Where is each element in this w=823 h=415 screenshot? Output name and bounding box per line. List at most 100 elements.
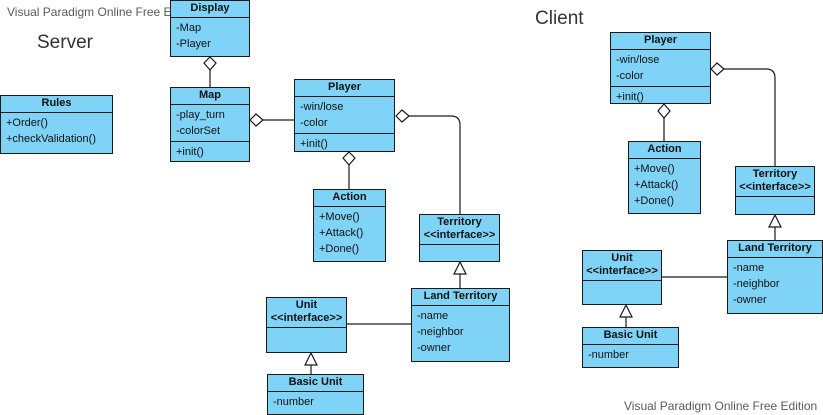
class-player[interactable]: Player -win/lose -color +init() bbox=[294, 79, 395, 152]
attribute: -owner bbox=[733, 294, 767, 306]
operation: +Attack() bbox=[634, 179, 679, 191]
client-label: Client bbox=[535, 8, 584, 29]
attribute: -number bbox=[588, 349, 629, 361]
attribute: -neighbor bbox=[417, 326, 464, 338]
class-operations: +Move() +Attack() +Done() bbox=[314, 207, 385, 259]
class-body bbox=[736, 197, 814, 201]
land-territory-triangle bbox=[453, 260, 467, 275]
operation: +init() bbox=[616, 91, 644, 103]
server-label: Server bbox=[37, 32, 93, 53]
class-name: Map bbox=[171, 88, 249, 105]
client-class-territory[interactable]: Territory <<interface>> bbox=[735, 166, 815, 215]
client-class-unit[interactable]: Unit <<interface>> bbox=[582, 250, 662, 305]
class-attributes: -name -neighbor -owner bbox=[728, 258, 822, 310]
operation: +init() bbox=[300, 138, 328, 150]
class-name: Unit <<interface>> bbox=[583, 251, 661, 281]
class-operations: +Order() +checkValidation() bbox=[1, 113, 112, 149]
client-class-action[interactable]: Action +Move() +Attack() +Done() bbox=[628, 141, 701, 214]
attribute: -Map bbox=[176, 22, 202, 34]
attribute: -name bbox=[417, 310, 449, 322]
map-player-diamond bbox=[249, 113, 264, 127]
class-name: Action bbox=[314, 190, 385, 207]
attribute: -color bbox=[616, 70, 644, 82]
class-name: Action bbox=[629, 142, 700, 159]
client-land-territory-triangle bbox=[768, 213, 782, 228]
stereotype: <<interface>> bbox=[270, 312, 343, 324]
class-body bbox=[420, 245, 499, 249]
stereotype: <<interface>> bbox=[586, 265, 658, 277]
class-action[interactable]: Action +Move() +Attack() +Done() bbox=[313, 189, 386, 262]
attribute: -name bbox=[733, 262, 765, 274]
attribute: -play_turn bbox=[176, 109, 225, 121]
class-territory[interactable]: Territory <<interface>> bbox=[419, 214, 500, 262]
class-name: Player bbox=[611, 33, 710, 50]
class-name: Basic Unit bbox=[268, 375, 363, 392]
player-territory-diamond bbox=[395, 109, 410, 123]
class-name: Rules bbox=[1, 96, 112, 113]
attribute: -color bbox=[300, 117, 328, 129]
operation: +checkValidation() bbox=[6, 133, 96, 145]
class-operations: +Move() +Attack() +Done() bbox=[629, 159, 700, 211]
class-attributes: -number bbox=[268, 392, 363, 412]
class-body bbox=[267, 328, 346, 332]
class-attributes: -play_turn -colorSet bbox=[171, 105, 249, 142]
class-unit[interactable]: Unit <<interface>> bbox=[266, 297, 347, 353]
attribute: -number bbox=[273, 396, 314, 408]
class-name: Player bbox=[295, 80, 394, 97]
class-attributes: -name -neighbor -owner bbox=[412, 306, 509, 358]
attribute: -colorSet bbox=[176, 125, 221, 137]
class-map[interactable]: Map -play_turn -colorSet +init() bbox=[170, 87, 250, 162]
operation: +Done() bbox=[634, 195, 675, 207]
watermark-bottom: Visual Paradigm Online Free Edition bbox=[624, 399, 818, 413]
class-title: Territory bbox=[437, 216, 482, 228]
client-class-basic-unit[interactable]: Basic Unit -number bbox=[582, 327, 679, 368]
class-name: Basic Unit bbox=[583, 328, 678, 345]
class-name: Land Territory bbox=[412, 289, 509, 306]
client-player-territory-aggregation bbox=[724, 68, 776, 166]
stereotype: <<interface>> bbox=[423, 229, 496, 241]
operation: +Order() bbox=[6, 117, 48, 129]
class-operations: +init() bbox=[611, 87, 710, 107]
class-operations: +init() bbox=[171, 142, 249, 162]
basic-unit-triangle bbox=[304, 351, 318, 366]
operation: +Attack() bbox=[319, 227, 364, 239]
watermark-top: Visual Paradigm Online Free Edition bbox=[7, 5, 201, 19]
client-player-territory-diamond bbox=[710, 62, 725, 76]
class-title: Unit bbox=[295, 299, 318, 311]
class-name: Land Territory bbox=[728, 241, 822, 258]
operation: +Move() bbox=[319, 211, 360, 223]
class-body bbox=[583, 281, 661, 285]
class-attributes: -Map -Player bbox=[171, 18, 249, 54]
client-class-land-territory[interactable]: Land Territory -name -neighbor -owner bbox=[727, 240, 823, 314]
player-territory-aggregation bbox=[409, 115, 461, 214]
client-player-action-diamond bbox=[657, 103, 671, 119]
class-operations: +init() bbox=[295, 134, 394, 154]
class-name: Unit <<interface>> bbox=[267, 298, 346, 328]
display-map-diamond bbox=[203, 56, 217, 71]
attribute: -neighbor bbox=[733, 278, 780, 290]
class-attributes: -number bbox=[583, 345, 678, 365]
operation: +Move() bbox=[634, 163, 675, 175]
operation: +init() bbox=[176, 146, 204, 158]
class-land-territory[interactable]: Land Territory -name -neighbor -owner bbox=[411, 288, 510, 362]
class-display[interactable]: Display -Map -Player bbox=[170, 0, 250, 57]
class-name: Territory <<interface>> bbox=[420, 215, 499, 245]
class-rules[interactable]: Rules +Order() +checkValidation() bbox=[0, 95, 113, 154]
client-basic-unit-triangle bbox=[619, 303, 633, 318]
player-action-diamond bbox=[342, 151, 356, 166]
class-name: Territory <<interface>> bbox=[736, 167, 814, 197]
class-attributes: -win/lose -color bbox=[295, 97, 394, 134]
attribute: -win/lose bbox=[300, 101, 344, 113]
attribute: -Player bbox=[176, 38, 211, 50]
class-name: Display bbox=[171, 1, 249, 18]
attribute: -owner bbox=[417, 342, 451, 354]
client-class-player[interactable]: Player -win/lose -color +init() bbox=[610, 32, 711, 104]
stereotype: <<interface>> bbox=[739, 181, 811, 193]
attribute: -win/lose bbox=[616, 54, 660, 66]
class-title: Territory bbox=[752, 168, 798, 180]
operation: +Done() bbox=[319, 243, 360, 255]
class-title: Unit bbox=[611, 252, 633, 264]
class-basic-unit[interactable]: Basic Unit -number bbox=[267, 374, 364, 415]
